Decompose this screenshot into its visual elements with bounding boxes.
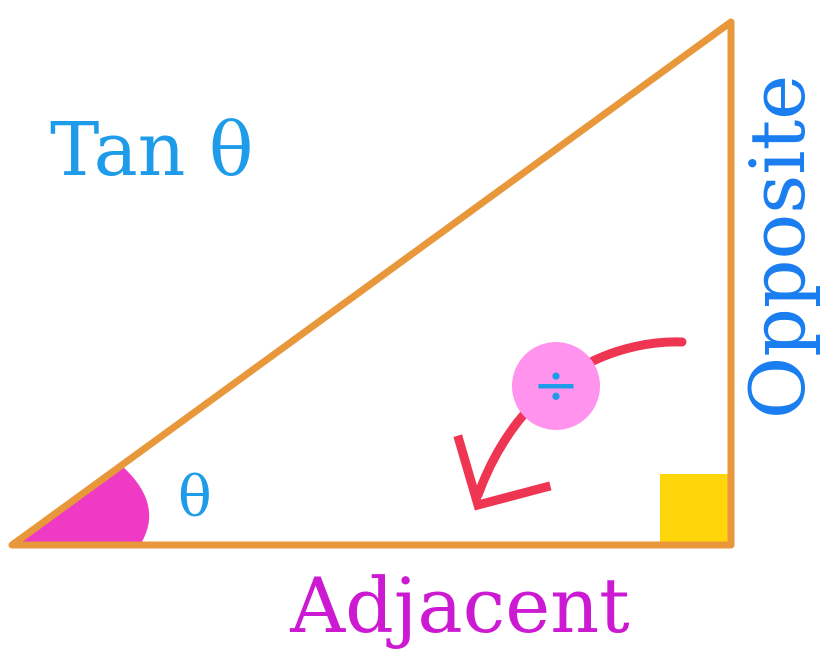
angle-label: θ (178, 465, 212, 530)
right-triangle (8, 18, 735, 549)
adjacent-label: Adjacent (289, 561, 629, 650)
divide-symbol: ÷ (533, 353, 580, 418)
divide-circle (512, 342, 600, 430)
right-angle-marker (660, 474, 730, 544)
arrow-head (453, 434, 552, 511)
angle-wedge (12, 466, 150, 545)
opposite-label: Opposite (733, 75, 822, 419)
title-label: Tan θ (50, 107, 253, 193)
